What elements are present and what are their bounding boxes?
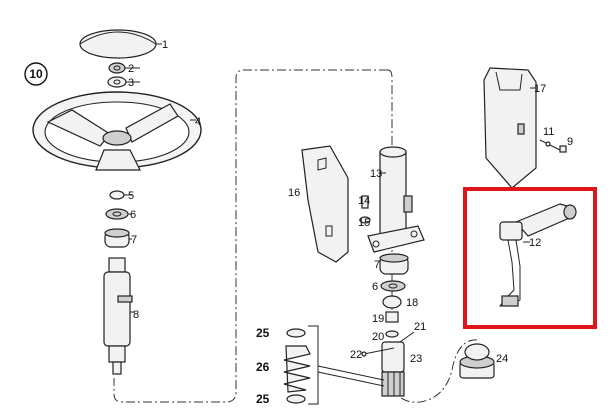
label-3: 3 [128,77,134,89]
label-4: 4 [195,116,201,128]
label-13: 13 [370,168,382,180]
label-26: 26 [256,360,270,374]
label-7-right: 7 [374,259,380,271]
label-7: 7 [131,234,137,246]
label-1: 1 [162,39,168,51]
part-24-connector [459,343,495,379]
part-12-combination-lever [499,203,577,307]
part-9-nut [559,145,567,153]
part-25-clamp-bottom [286,394,306,404]
part-11-screw [539,139,561,151]
part-5-spring-washer [109,190,125,200]
label-11: 11 [543,126,554,138]
part-21-pin [399,331,415,343]
part-6-bearing [105,208,129,220]
label-6-right: 6 [372,281,378,293]
wiring-outline [113,69,393,403]
part-26-boot [283,345,311,393]
label-24: 24 [496,353,508,365]
part-labels: 1 2 3 4 5 6 7 8 9 11 12 13 14 15 16 17 1… [128,39,573,406]
label-21: 21 [414,321,426,333]
part-15-washer [359,216,371,224]
label-16: 16 [288,187,300,199]
part-4-steering-wheel [32,91,202,171]
label-6: 6 [130,209,136,221]
label-12: 12 [529,237,541,249]
part-8-steering-shaft [103,257,133,375]
part-13-column-tube [367,146,425,253]
label-22: 22 [350,349,362,361]
label-2: 2 [128,63,134,75]
part-16-cover-plate [301,145,349,263]
label-25-top: 25 [256,326,270,340]
label-20: 20 [372,331,384,343]
group-badge: 10 [24,62,48,86]
label-9: 9 [567,136,573,148]
label-17: 17 [534,83,546,95]
part-17-switch-housing [483,67,537,189]
assembly-bracket [308,325,319,405]
part-20-washer [385,330,399,338]
label-8: 8 [133,309,139,321]
assembly-leader [317,365,385,387]
label-15: 15 [358,217,370,229]
part-1-cap [79,29,157,59]
label-23: 23 [410,353,422,365]
part-2-nut [108,62,126,74]
part-22-bolt [361,347,395,357]
part-7-bushing [104,228,130,248]
label-14: 14 [358,195,370,207]
part-25-clamp-top [286,328,306,338]
part-14-screw [361,195,369,209]
leader-lines [124,43,536,313]
part-3-washer [107,76,127,88]
label-25-bottom: 25 [256,392,270,406]
group-number: 10 [29,67,43,81]
part-6-bearing-right [380,280,406,292]
part-7-bushing-right [379,253,409,275]
label-18: 18 [406,297,418,309]
part-18-nut [382,295,402,309]
highlight-box[interactable] [463,187,597,329]
part-19-spring [385,311,399,323]
label-19: 19 [372,313,384,325]
label-5: 5 [128,190,134,202]
group-circle [24,62,48,86]
harness-path [391,339,479,403]
